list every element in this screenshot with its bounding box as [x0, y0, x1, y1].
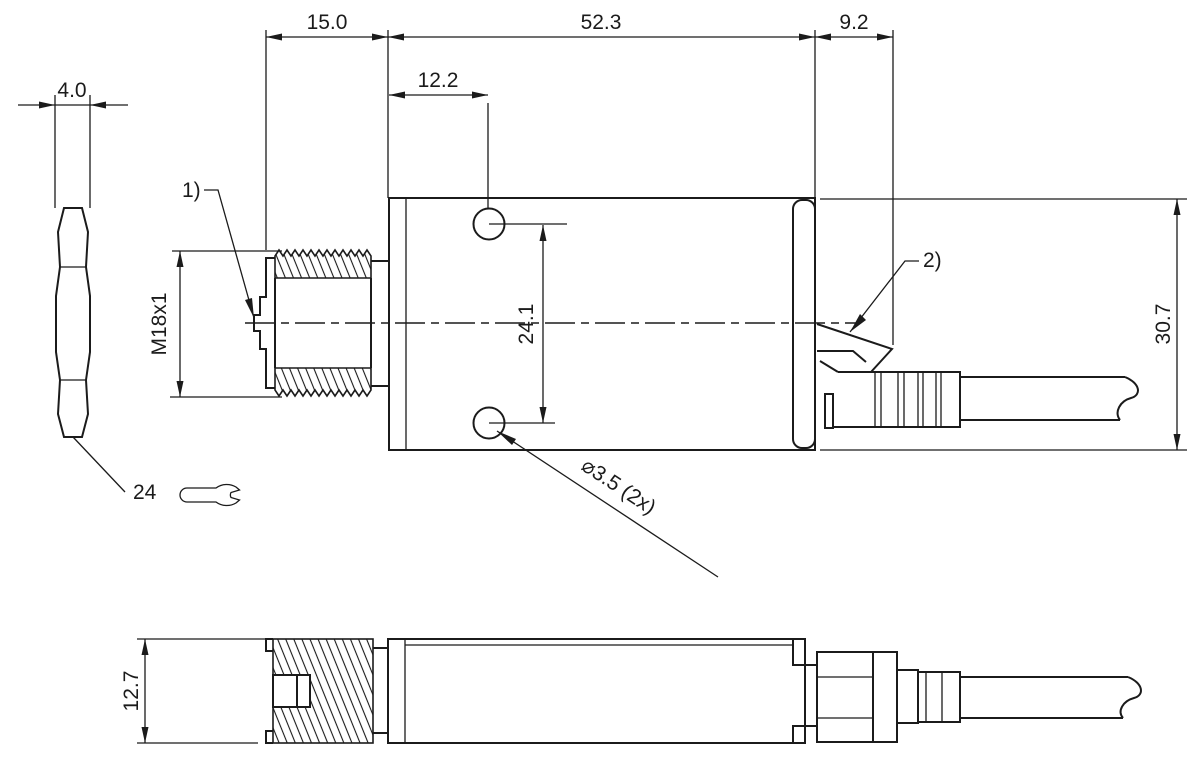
- end-cap: [792, 199, 816, 449]
- bottom-connector-block-1: [816, 651, 874, 743]
- dim-hole-offset: 12.2: [389, 69, 489, 209]
- main-side-view: [245, 197, 1139, 451]
- sensor-body: [388, 197, 816, 451]
- dim-body-depth: 12.7: [120, 638, 265, 744]
- thread-top-band: [274, 248, 372, 279]
- dim-body-height: 30.7: [820, 198, 1187, 451]
- bottom-body-lines: [404, 639, 793, 743]
- callout-1: 1): [182, 179, 255, 319]
- wrench-icon: [179, 483, 241, 507]
- cable-connector: [824, 371, 961, 429]
- bottom-thread-window-b: [296, 674, 311, 708]
- hex-nut-side-view: [55, 207, 126, 493]
- dim-hole-diameter: ⌀3.5 (2x): [496, 430, 719, 578]
- bottom-connector-block-2: [872, 651, 898, 743]
- bottom-cable: [960, 676, 1142, 719]
- dim-text-15-0: 15.0: [307, 11, 348, 34]
- thread-neck: [371, 260, 389, 387]
- dim-text-52-3: 52.3: [581, 11, 622, 34]
- hole-center-ticks: [489, 223, 567, 424]
- thread-cylinder-sides: [274, 278, 372, 368]
- wrench-size-label: 24: [133, 481, 157, 504]
- connector-latch: [816, 323, 894, 373]
- dim-text-12-2: 12.2: [418, 69, 459, 92]
- dim-text-4-0: 4.0: [57, 79, 86, 102]
- bottom-connector-neck: [896, 669, 919, 724]
- nut-outline: [55, 207, 91, 438]
- dim-text-9-2: 9.2: [839, 11, 868, 34]
- bottom-body: [387, 638, 806, 744]
- callout-2-label: 2): [923, 249, 942, 272]
- dim-text-24-1: 24.1: [515, 304, 538, 345]
- bottom-neck: [373, 647, 388, 734]
- nut-facet-lines: [60, 266, 86, 381]
- dim-hole-pitch: 24.1: [515, 225, 547, 423]
- callout-1-label: 1): [182, 179, 201, 202]
- dim-text-hole-diameter: ⌀3.5 (2x): [577, 454, 660, 519]
- bottom-thread-window-a: [272, 674, 298, 708]
- dim-nut-thickness: 4.0: [18, 79, 128, 208]
- bottom-strain-relief: [917, 671, 961, 723]
- dim-text-12-7: 12.7: [120, 671, 143, 712]
- dim-thread-spec: M18x1: [148, 250, 282, 398]
- wrench-size-callout: 24: [133, 481, 241, 507]
- dim-top-row: 15.0 52.3 9.2: [265, 11, 894, 345]
- thread-bottom-band: [274, 367, 372, 398]
- nut-leader-line: [72, 436, 126, 493]
- bottom-face-tabs: [265, 638, 273, 744]
- dim-text-30-7: 30.7: [1152, 304, 1175, 345]
- dim-text-m18x1: M18x1: [148, 292, 171, 355]
- bottom-view: 12.7: [120, 638, 1142, 744]
- cable: [960, 376, 1139, 421]
- callout-2: 2): [849, 249, 942, 333]
- bottom-body-notches: [792, 639, 817, 743]
- sensing-face: [253, 257, 275, 389]
